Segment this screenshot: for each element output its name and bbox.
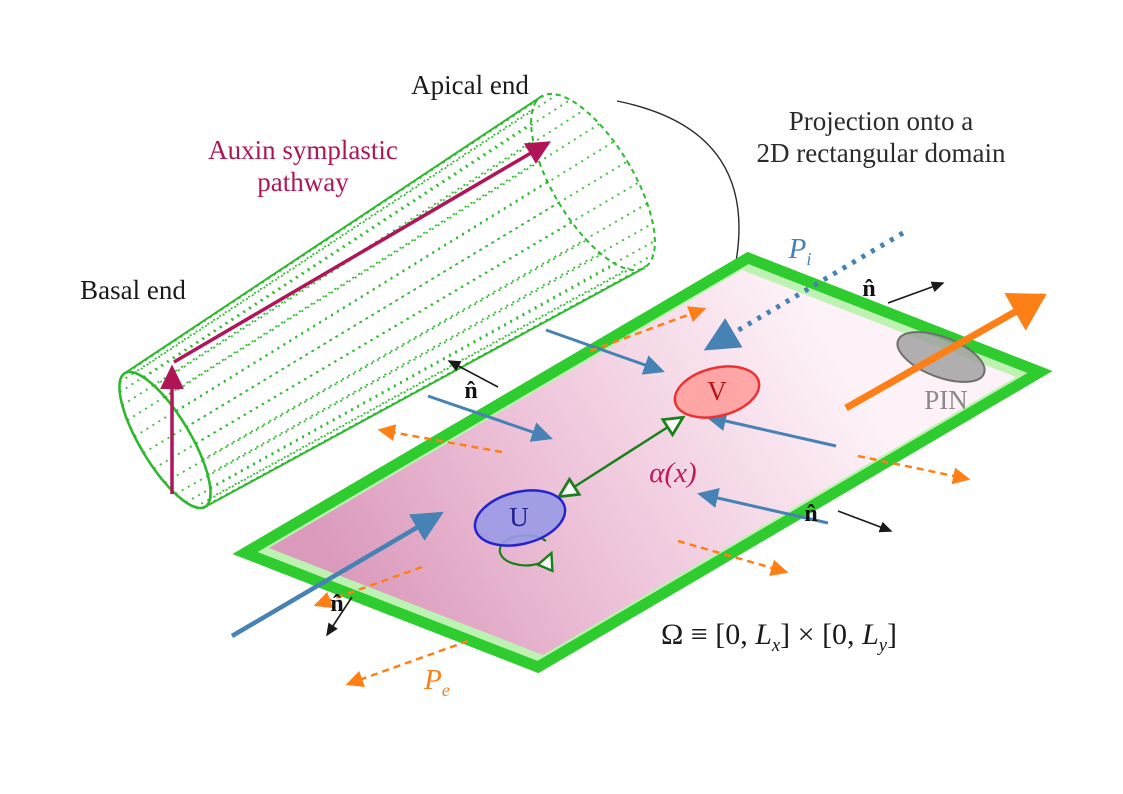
omega-domain-label: Ω ≡ [0, Lx] × [0, Ly]	[661, 617, 897, 657]
omega-lx-sub: x	[771, 635, 781, 657]
normal-vector-label-4: n̂	[330, 590, 344, 617]
pi-influx-dotted-arrow	[703, 230, 905, 351]
efflux-arrow	[313, 565, 423, 608]
omega-part2: ] × [0,	[780, 618, 863, 652]
pin-efflux-arrow	[844, 292, 1047, 412]
influx-arrow	[427, 394, 553, 442]
pi-label: Pi	[789, 232, 812, 270]
v-species-ellipse	[673, 365, 761, 419]
influx-arrow	[697, 488, 829, 525]
normal-vector-label-3: n̂	[804, 500, 818, 527]
cylinder-bottom-edge	[204, 266, 645, 508]
auxin-axial-arrow	[173, 141, 552, 364]
alpha-label: α(x)	[649, 456, 697, 489]
pi-symbol: P	[788, 232, 807, 265]
pin-transporter	[844, 292, 1047, 412]
efflux-arrow	[589, 306, 707, 353]
efflux-arrows	[313, 306, 971, 687]
normal-arrow	[326, 596, 353, 637]
rectangular-domain	[232, 251, 1053, 674]
pe-efflux-arrow	[345, 639, 469, 687]
influx-arrows	[230, 230, 905, 638]
pin-label: PIN	[924, 385, 968, 416]
projection-line2: 2D rectangular domain	[756, 138, 1006, 168]
omega-lx: L	[755, 618, 772, 652]
cell-cylinder	[118, 92, 656, 510]
pe-subscript: e	[441, 679, 450, 700]
projection-line1: Projection onto a	[788, 106, 974, 137]
normal-arrow	[837, 510, 893, 533]
auxin-pathway-line1: Auxin symplastic	[208, 135, 398, 166]
influx-arrow-large	[230, 511, 444, 638]
apical-end-label: Apical end	[411, 70, 529, 101]
normal-vector-arrows	[326, 281, 945, 637]
cylinder-top-edge	[124, 95, 543, 375]
auxin-pathway-line2: pathway	[257, 167, 349, 197]
normal-vector-label-2: n̂	[464, 377, 478, 404]
pe-label: Pe	[424, 663, 450, 701]
efflux-arrow	[677, 539, 789, 577]
omega-ly: L	[862, 618, 879, 652]
alpha-conversion-arrow	[560, 418, 682, 496]
apical-end-ellipse	[530, 92, 656, 272]
basal-end-ellipse	[118, 370, 212, 510]
efflux-arrow	[377, 424, 503, 454]
influx-arrow	[545, 328, 665, 375]
omega-part3: ]	[887, 618, 898, 652]
cylinder-dotted-texture	[119, 93, 656, 509]
normal-arrow	[447, 360, 499, 388]
pi-subscript: i	[806, 248, 812, 269]
projection-connector-arrow	[616, 100, 740, 279]
normal-vector-label-1: n̂	[862, 275, 876, 302]
normal-arrow	[887, 281, 945, 304]
influx-arrow	[705, 411, 837, 448]
reaction-group	[473, 365, 761, 565]
efflux-arrow	[857, 454, 971, 485]
omega-ly-sub: y	[878, 635, 888, 657]
auxin-pathway-label: Auxin symplastic pathway	[208, 135, 398, 199]
pe-symbol: P	[424, 663, 442, 696]
u-label: U	[509, 502, 529, 533]
basal-end-label: Basal end	[80, 275, 186, 306]
v-label: V	[707, 376, 727, 407]
u-species-ellipse	[473, 489, 567, 547]
projection-label: Projection onto a 2D rectangular domain	[757, 106, 1006, 170]
omega-part1: Ω ≡ [0,	[660, 618, 756, 652]
